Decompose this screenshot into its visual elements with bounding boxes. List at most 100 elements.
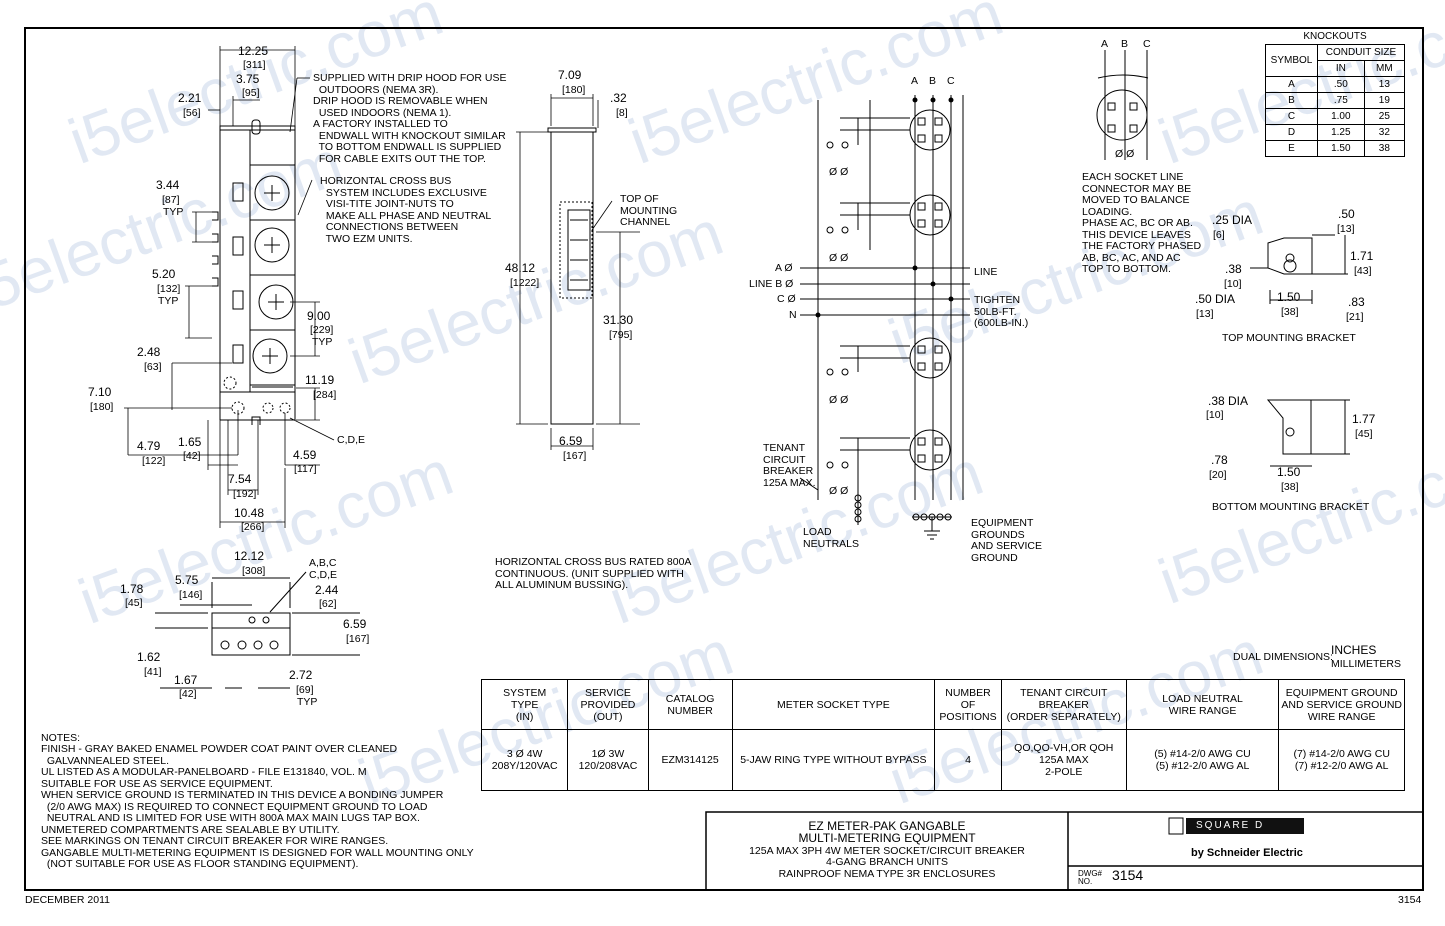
b-50-dia: .50 DIA [1195, 292, 1236, 306]
dim-2-72: 2.72 [289, 668, 313, 682]
knockouts-table: KNOCKOUTS SYMBOL CONDUIT SIZE IN MM A.50… [1265, 29, 1406, 157]
dim-167: [167] [563, 450, 587, 462]
dim-132: [132] [157, 283, 181, 295]
c-45: [45] [1355, 428, 1373, 440]
dim-311: [311] [243, 59, 266, 71]
spec-table: SYSTEM TYPE (IN) SERVICE PROVIDED (OUT) … [480, 679, 1405, 791]
dim-11-19: 11.19 [305, 373, 335, 387]
square-d-logo-mark [1168, 817, 1184, 835]
cell-meter-socket-type: 5-JAW RING TYPE WITHOUT BYPASS [731, 729, 936, 791]
note-line: UNMETERED COMPARTMENTS ARE SEALABLE BY U… [41, 824, 340, 836]
dim-56: [56] [183, 107, 201, 119]
cell-load-neutral: (5) #14-2/0 AWG CU (5) #12-2/0 AWG AL [1125, 729, 1280, 791]
load-neutrals-label: LOAD NEUTRALS [803, 526, 860, 550]
c-1-77: 1.77 [1352, 412, 1376, 426]
header-service-provided: SERVICE PROVIDED (OUT) [567, 679, 649, 730]
dim-87: [87] [162, 194, 180, 206]
tenant-breaker-label: TENANT CIRCUIT BREAKER 125A MAX. [763, 442, 816, 489]
label-phase-c: C Ø [777, 293, 796, 305]
dim-6-59: 6.59 [559, 434, 583, 448]
dual-dimensions-inches: INCHES [1331, 643, 1377, 657]
dwg-label: DWG# NO. [1078, 869, 1102, 886]
dim-2-48: 2.48 [137, 345, 161, 359]
dim-7-10: 7.10 [88, 385, 112, 399]
label-line: LINE [974, 266, 998, 278]
dim-1-67: 1.67 [174, 673, 198, 687]
header-meter-socket-type: METER SOCKET TYPE [731, 679, 936, 730]
dim-122: [122] [142, 455, 166, 467]
b-50: .50 [1338, 207, 1355, 221]
dim-12-12: 12.12 [234, 549, 265, 563]
b-21: [21] [1346, 311, 1364, 323]
wiring-schematic [799, 95, 970, 540]
ko-symbol: B [1265, 92, 1318, 109]
title-line-4: 4-GANG BRANCH UNITS [826, 856, 948, 868]
bottom-knockout-view [155, 571, 360, 689]
dim-795: [795] [609, 329, 633, 341]
dual-dimensions-mm: MILLIMETERS [1331, 658, 1402, 670]
ko-mm: 13 [1363, 76, 1406, 93]
title-line-1: EZ METER-PAK GANGABLE [808, 819, 966, 833]
dual-dimensions-label: DUAL DIMENSIONS: [1233, 651, 1333, 663]
phi-pair-1: Ø Ø [829, 166, 849, 178]
side-dimension-lines [516, 94, 640, 450]
dim-7-09: 7.09 [558, 68, 582, 82]
c-1-50: 1.50 [1277, 465, 1301, 479]
phase-c-top: C [947, 75, 955, 87]
b-43: [43] [1354, 265, 1372, 277]
ko-mm: 38 [1363, 140, 1406, 157]
dim-229: [229] [310, 324, 334, 336]
dim-284: [284] [313, 389, 337, 401]
label-phase-a: A Ø [775, 262, 793, 274]
dim-7-54: 7.54 [228, 472, 252, 486]
dim-69: [69] [296, 684, 314, 696]
dim-6-59b: 6.59 [343, 617, 367, 631]
title-line-3: 125A MAX 3PH 4W METER SOCKET/CIRCUIT BRE… [749, 845, 1025, 857]
dim-4-59: 4.59 [293, 448, 317, 462]
cross-bus-callout: HORIZONTAL CROSS BUS SYSTEM INCLUDES EXC… [320, 175, 492, 245]
dim-266: [266] [241, 521, 265, 533]
cell-system-type: 3 Ø 4W 208Y/120VAC [480, 729, 569, 791]
dim-41: [41] [144, 666, 162, 678]
dim-3-75: 3.75 [236, 72, 260, 86]
ko-symbol: E [1265, 140, 1318, 157]
mm-header: MM [1363, 60, 1406, 77]
note-line: NEUTRAL AND IS LIMITED FOR USE WITH 800A… [41, 812, 420, 824]
spec-data-row: 3 Ø 4W 208Y/120VAC 1Ø 3W 120/208VAC EZM3… [480, 729, 1405, 791]
b-38b: [38] [1281, 306, 1299, 318]
ko-symbol: A [1265, 76, 1318, 93]
cell-equipment-ground: (7) #14-2/0 AWG CU (7) #12-2/0 AWG AL [1278, 729, 1405, 791]
top-mounting-bracket [1250, 234, 1348, 304]
dim-95: [95] [242, 87, 260, 99]
dim-1-78: 1.78 [120, 582, 144, 596]
dim-48-12: 48.12 [505, 261, 536, 275]
note-line: GALVANNEALED STEEL. [41, 755, 169, 767]
equipment-grounds-label: EQUIPMENT GROUNDS AND SERVICE GROUND [971, 517, 1042, 564]
schematic-junctions [815, 97, 954, 318]
note-line: GANGABLE MULTI-METERING EQUIPMENT IS DES… [41, 847, 474, 859]
header-equipment-ground: EQUIPMENT GROUND AND SERVICE GROUND WIRE… [1278, 679, 1405, 730]
header-catalog-number: CATALOG NUMBER [647, 679, 733, 730]
b-13b: [13] [1196, 308, 1214, 320]
footer-date: DECEMBER 2011 [25, 894, 111, 906]
cell-tenant-breaker: QO,QO-VH,OR QOH 125A MAX 2-POLE [1000, 729, 1127, 791]
b-13: [13] [1337, 223, 1355, 235]
dim-1-62: 1.62 [137, 650, 161, 664]
dim-3-44: 3.44 [156, 178, 180, 192]
c-38-dia: .38 DIA [1208, 394, 1249, 408]
tighten-note: TIGHTEN 50LB-FT. (600LB-IN.) [974, 294, 1029, 329]
square-d-logo: SQUARE D [1196, 820, 1265, 831]
label-cde: C,D,E [337, 434, 366, 446]
ko-in: 1.25 [1317, 124, 1365, 141]
dim-42b: [42] [179, 688, 197, 700]
ko-symbol: D [1265, 124, 1318, 141]
symbol-header: SYMBOL [1265, 44, 1318, 77]
dim-192: [192] [233, 488, 257, 500]
socket-a: A [1101, 38, 1109, 50]
dim-45: [45] [125, 597, 143, 609]
note-line: SEE MARKINGS ON TENANT CIRCUIT BREAKER F… [41, 835, 389, 847]
c-10: [10] [1206, 409, 1224, 421]
front-dimension-lines [124, 46, 335, 528]
